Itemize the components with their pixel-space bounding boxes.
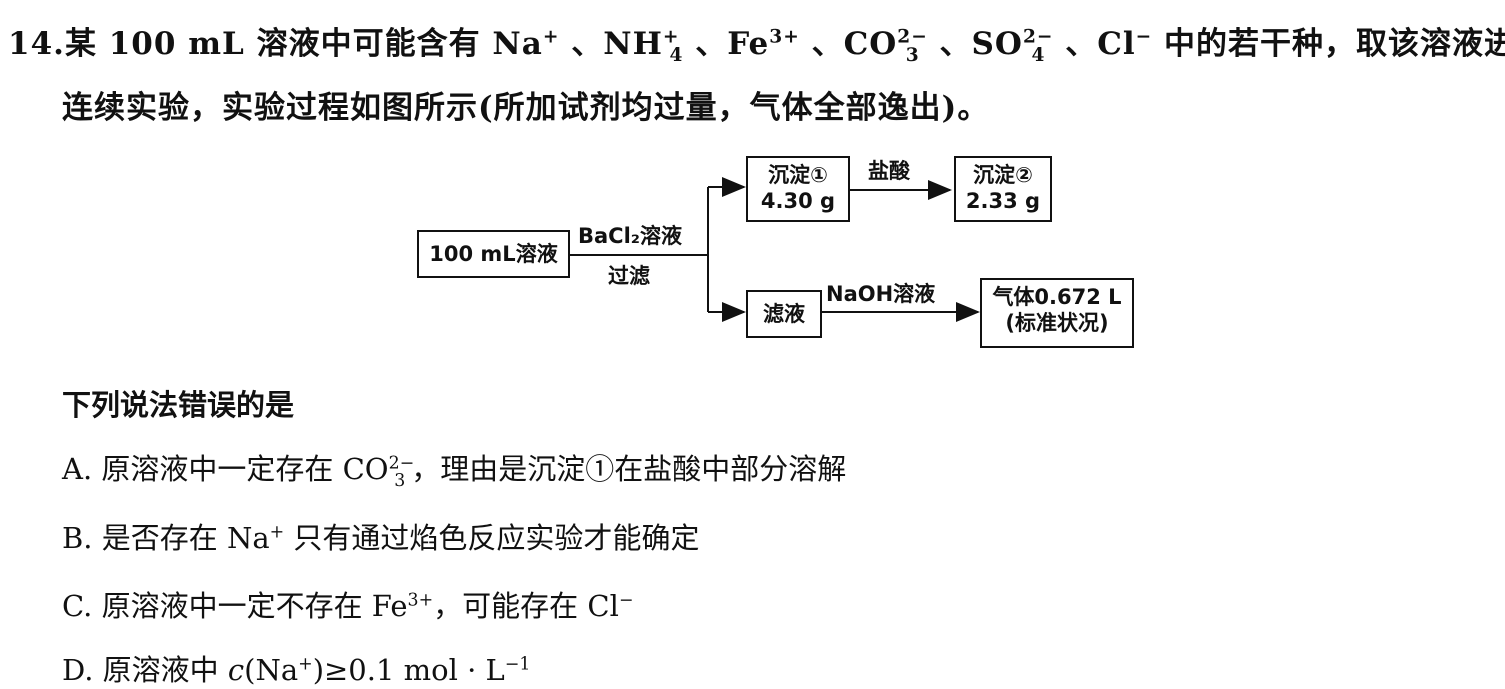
text-seg: (Na: [244, 653, 299, 687]
question-line-2: 连续实验，实验过程如图所示(所加试剂均过量，气体全部逸出)。: [62, 90, 990, 126]
filtration-label: 过滤: [608, 264, 650, 288]
text-seg: B. 是否存在 Na: [62, 521, 270, 555]
option-a[interactable]: A. 原溶液中一定存在 CO2−3，理由是沉淀①在盐酸中部分溶解: [62, 446, 846, 491]
sup: +: [298, 654, 313, 675]
gas-condition: (标准状况): [1005, 311, 1109, 335]
text-seg: C. 原溶液中一定不存在 Fe: [62, 589, 408, 623]
sub: 4: [1031, 45, 1046, 67]
text-seg: 只有通过焰色反应实验才能确定: [284, 521, 700, 555]
text-seg: ，可能存在 Cl: [433, 589, 619, 623]
sub: 3: [394, 470, 406, 491]
precipitate-1-mass: 4.30 g: [760, 189, 836, 213]
sub: 4: [669, 45, 684, 67]
sup: 3+: [407, 590, 434, 611]
text-seg: D. 原溶液中: [62, 653, 228, 687]
sup: −1: [504, 654, 531, 675]
sup: 2−: [897, 26, 928, 48]
question-number: 14.: [8, 26, 65, 62]
text-seg: c: [227, 653, 245, 687]
gas-volume: 气体0.672 L: [992, 285, 1122, 309]
precipitate-2-name: 沉淀②: [973, 163, 1033, 187]
sup: −: [618, 590, 634, 611]
text-seg: 、Cl: [1053, 26, 1136, 62]
reagent-naoh-label: NaOH溶液: [826, 282, 936, 306]
precipitate-1-name: 沉淀①: [768, 163, 828, 187]
text-seg: 中的若干种，取该溶液进行: [1164, 26, 1505, 62]
filtrate-label: 滤液: [763, 302, 805, 326]
sup: −: [1135, 26, 1153, 48]
sub: 3: [905, 45, 920, 67]
text-seg: ，理由是沉淀①在盐酸中部分溶解: [411, 452, 847, 486]
start-solution-box: 100 mL溶液: [417, 230, 570, 278]
question-line-1: 14.某 100 mL 溶液中可能含有 Na+ 、NH+4 、Fe3+ 、CO2…: [8, 18, 1505, 66]
precipitate-1-box: 沉淀① 4.30 g: [746, 156, 850, 222]
gas-box: 气体0.672 L (标准状况): [980, 278, 1134, 348]
text-seg: 某 100 mL 溶液中可能含有 Na: [64, 26, 543, 62]
sup: 2−: [1022, 26, 1054, 48]
filtrate-box: 滤液: [746, 290, 822, 338]
text-seg: A. 原溶液中一定存在 CO: [62, 452, 389, 486]
reagent-bacl2-label: BaCl₂溶液: [578, 224, 682, 248]
option-d[interactable]: D. 原溶液中 c(Na+)≥0.1 mol · L−1: [62, 647, 530, 689]
text-seg: 、SO: [927, 26, 1023, 62]
option-c[interactable]: C. 原溶液中一定不存在 Fe3+，可能存在 Cl−: [62, 583, 633, 625]
sup: +: [269, 522, 285, 543]
sup: +: [542, 26, 560, 48]
reagent-hcl-label: 盐酸: [868, 159, 910, 183]
start-solution-label: 100 mL溶液: [429, 242, 558, 266]
sup: 2−: [388, 453, 415, 474]
sup: 3+: [769, 26, 800, 48]
precipitate-2-mass: 2.33 g: [965, 189, 1041, 213]
text-seg: 、CO: [799, 26, 898, 62]
text-seg: )≥0.1 mol · L: [312, 653, 505, 687]
precipitate-2-box: 沉淀② 2.33 g: [954, 156, 1052, 222]
text-seg: 、Fe: [683, 26, 770, 62]
question-prompt: 下列说法错误的是: [62, 388, 295, 422]
sup: +: [662, 26, 680, 48]
text-seg: 、NH: [559, 26, 663, 62]
option-b[interactable]: B. 是否存在 Na+ 只有通过焰色反应实验才能确定: [62, 515, 699, 557]
